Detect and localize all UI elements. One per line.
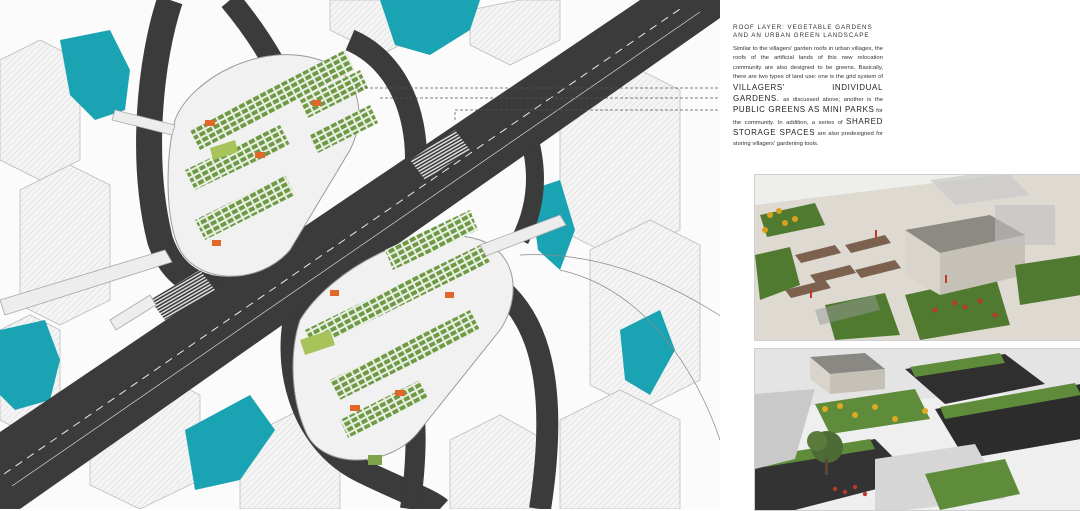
body-text: are also predesigned for storing village… (733, 131, 883, 147)
shared-storage (350, 405, 360, 411)
callout-leaders (355, 87, 720, 120)
vignette-illustration (755, 349, 1080, 510)
axonometric-site-drawing (0, 0, 720, 509)
body-text: as discussed above; another is the (779, 97, 883, 104)
shared-storage (255, 152, 265, 158)
vignette-illustration (755, 175, 1080, 340)
main-expressway (0, 0, 720, 509)
vignette-individual-gardens (754, 174, 1080, 341)
section-heading: ROOF LAYER: VEGETABLE GARDENS AND AN URB… (733, 24, 873, 39)
shared-storage (312, 100, 321, 106)
vignette-public-greens (754, 348, 1080, 511)
artificial-land-block-northwest (167, 50, 378, 277)
artificial-land-block-southeast (292, 210, 514, 465)
pedestrian-bridges (0, 109, 567, 331)
shared-storage (395, 390, 405, 396)
emphasis-public-greens: PUBLIC GREENS AS MINI PARKS (733, 105, 875, 115)
emphasis-shared-storage: SHARED STORAGE SPACES (733, 116, 883, 138)
vignette-connectors (519, 254, 720, 441)
section-body: Similar to the villagers' garden roofs i… (733, 45, 883, 149)
shared-storage (445, 292, 454, 298)
description-panel: ROOF LAYER: VEGETABLE GARDENS AND AN URB… (733, 24, 883, 149)
water-canals (0, 0, 675, 490)
body-text: Similar to the villagers' garden roofs i… (733, 46, 883, 81)
emphasis-individual-gardens: VILLAGERS' INDIVIDUAL GARDENS. (733, 82, 883, 104)
shared-storage (212, 240, 221, 246)
body-text: for the community. In addition, a series… (733, 108, 883, 126)
shared-storage (205, 120, 215, 126)
shared-storage (330, 290, 339, 296)
